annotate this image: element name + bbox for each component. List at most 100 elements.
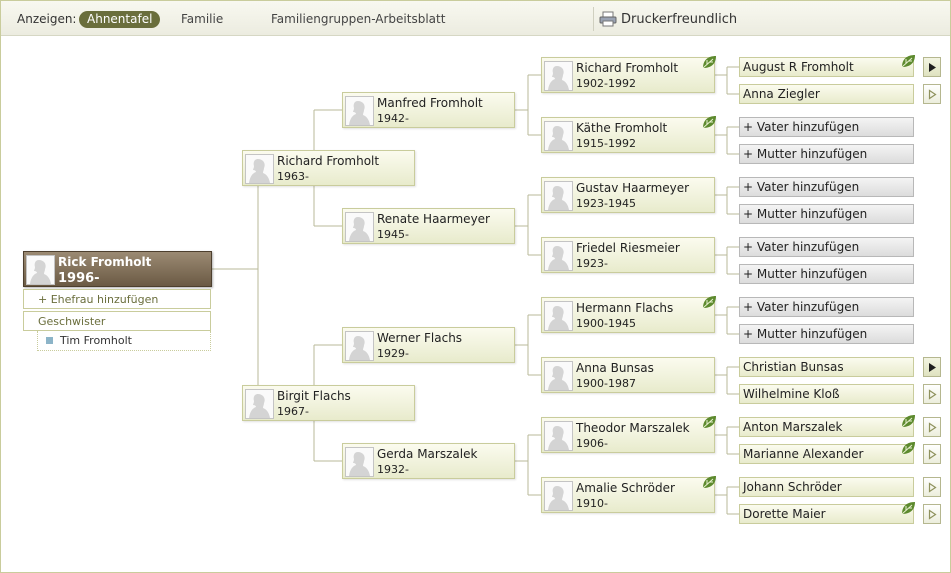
silhouette-placeholder-icon (245, 154, 274, 184)
person-name: Anna Bunsas (576, 361, 654, 375)
person-dates: 1902-1992 (576, 77, 636, 90)
great-grandparent-card[interactable]: Anna Bunsas 1900-1987 (541, 357, 715, 393)
siblings-label: Geschwister (38, 315, 106, 328)
green-leaf-icon[interactable] (701, 294, 717, 310)
person-dates: 1900-1987 (576, 377, 636, 390)
person-dates: 1929- (377, 347, 409, 360)
parent-card[interactable]: Richard Fromholt 1963- (242, 150, 415, 186)
silhouette-placeholder-icon (345, 447, 374, 477)
green-leaf-icon[interactable] (701, 414, 717, 430)
root-person-card[interactable]: Rick Fromholt 1996- (23, 251, 212, 287)
silhouette-placeholder-icon (345, 212, 374, 242)
ancestor-name-box[interactable]: Johann Schröder (739, 477, 914, 497)
person-name: Richard Fromholt (277, 154, 380, 168)
silhouette-placeholder-icon (544, 361, 573, 391)
triangle-right-icon[interactable] (923, 84, 941, 104)
add-parent-button[interactable]: + Mutter hinzufügen (739, 264, 914, 284)
printer-friendly-label: Druckerfreundlich (621, 12, 738, 27)
sibling-name: Tim Fromholt (60, 334, 132, 347)
triangle-right-icon[interactable] (923, 504, 941, 524)
green-leaf-icon[interactable] (900, 413, 916, 429)
person-dates: 1910- (576, 497, 608, 510)
tab-family[interactable]: Familie (181, 12, 224, 26)
printer-icon (599, 11, 617, 27)
person-name: Werner Flachs (377, 331, 463, 345)
green-leaf-icon[interactable] (701, 114, 717, 130)
ancestor-label: Dorette Maier (743, 507, 826, 521)
add-parent-button[interactable]: + Vater hinzufügen (739, 237, 914, 257)
ancestor-name-box[interactable]: Christian Bunsas (739, 357, 914, 377)
triangle-right-icon[interactable] (923, 444, 941, 464)
grandparent-card[interactable]: Renate Haarmeyer 1945- (342, 208, 515, 244)
add-parent-button[interactable]: + Vater hinzufügen (739, 117, 914, 137)
great-grandparent-card[interactable]: Amalie Schröder 1910- (541, 474, 717, 513)
person-dates: 1923-1945 (576, 197, 636, 210)
add-parent-button[interactable]: + Mutter hinzufügen (739, 204, 914, 224)
add-parent-button[interactable]: + Mutter hinzufügen (739, 144, 914, 164)
ancestor-label: Johann Schröder (743, 480, 842, 494)
triangle-right-icon[interactable] (923, 384, 941, 404)
grandparent-card[interactable]: Werner Flachs 1929- (342, 327, 515, 363)
ancestor-name-box[interactable]: Anna Ziegler (739, 84, 914, 104)
green-leaf-icon[interactable] (900, 53, 916, 69)
tab-pedigree[interactable]: Ahnentafel (79, 11, 161, 28)
person-dates: 1945- (377, 228, 409, 241)
show-label: Anzeigen: (17, 12, 77, 26)
person-name: Renate Haarmeyer (377, 212, 490, 226)
triangle-right-icon[interactable] (923, 477, 941, 497)
person-dates: 1900-1945 (576, 317, 636, 330)
ancestor-label: + Vater hinzufügen (743, 240, 860, 254)
great-grandparent-card[interactable]: Theodor Marszalek 1906- (541, 414, 717, 453)
tab-family-group-sheet[interactable]: Familiengruppen-Arbeitsblatt (271, 12, 446, 26)
silhouette-placeholder-icon (544, 241, 573, 271)
triangle-right-icon[interactable] (923, 417, 941, 437)
grandparent-card[interactable]: Gerda Marszalek 1932- (342, 443, 515, 479)
sibling-item[interactable]: Tim Fromholt (37, 331, 211, 351)
person-dates: 1942- (377, 112, 409, 125)
person-name: Gustav Haarmeyer (576, 181, 690, 195)
toolbar-divider (593, 7, 594, 31)
add-spouse-link[interactable]: + Ehefrau hinzufügen (23, 289, 211, 309)
ancestor-name-box[interactable]: Anton Marszalek (739, 415, 915, 437)
ancestor-name-box[interactable]: Dorette Maier (739, 502, 915, 524)
triangle-right-icon[interactable] (923, 357, 941, 377)
person-name: Hermann Flachs (576, 301, 674, 315)
ancestor-label: Marianne Alexander (743, 447, 864, 461)
add-parent-button[interactable]: + Mutter hinzufügen (739, 324, 914, 344)
add-parent-button[interactable]: + Vater hinzufügen (739, 177, 914, 197)
person-name: Theodor Marszalek (576, 421, 690, 435)
person-name: Amalie Schröder (576, 481, 675, 495)
ancestor-label: August R Fromholt (743, 60, 854, 74)
green-leaf-icon[interactable] (701, 54, 717, 70)
ancestor-label: Wilhelmine Kloß (743, 387, 840, 401)
add-parent-button[interactable]: + Vater hinzufügen (739, 297, 914, 317)
green-leaf-icon[interactable] (900, 440, 916, 456)
root-person-name: Rick Fromholt (58, 255, 152, 269)
ancestor-name-box[interactable]: August R Fromholt (739, 55, 915, 77)
ancestor-label: + Mutter hinzufügen (743, 147, 868, 161)
green-leaf-icon[interactable] (701, 474, 717, 490)
great-grandparent-card[interactable]: Hermann Flachs 1900-1945 (541, 294, 717, 333)
silhouette-placeholder-icon (245, 389, 274, 419)
ancestor-name-box[interactable]: Marianne Alexander (739, 442, 915, 464)
person-name: Gerda Marszalek (377, 447, 478, 461)
view-toolbar: Anzeigen: Ahnentafel Familie Familiengru… (1, 1, 950, 36)
ancestor-label: Anton Marszalek (743, 420, 843, 434)
silhouette-placeholder-icon (26, 255, 55, 285)
silhouette-placeholder-icon (345, 96, 374, 126)
ancestor-label: + Vater hinzufügen (743, 300, 860, 314)
person-dates: 1906- (576, 437, 608, 450)
person-dates: 1932- (377, 463, 409, 476)
great-grandparent-card[interactable]: Gustav Haarmeyer 1923-1945 (541, 177, 715, 213)
siblings-header: Geschwister (23, 311, 211, 331)
triangle-right-icon[interactable] (923, 57, 941, 77)
ancestor-name-box[interactable]: Wilhelmine Kloß (739, 384, 914, 404)
green-leaf-icon[interactable] (900, 500, 916, 516)
person-dates: 1963- (277, 170, 309, 183)
ancestor-label: + Mutter hinzufügen (743, 207, 868, 221)
